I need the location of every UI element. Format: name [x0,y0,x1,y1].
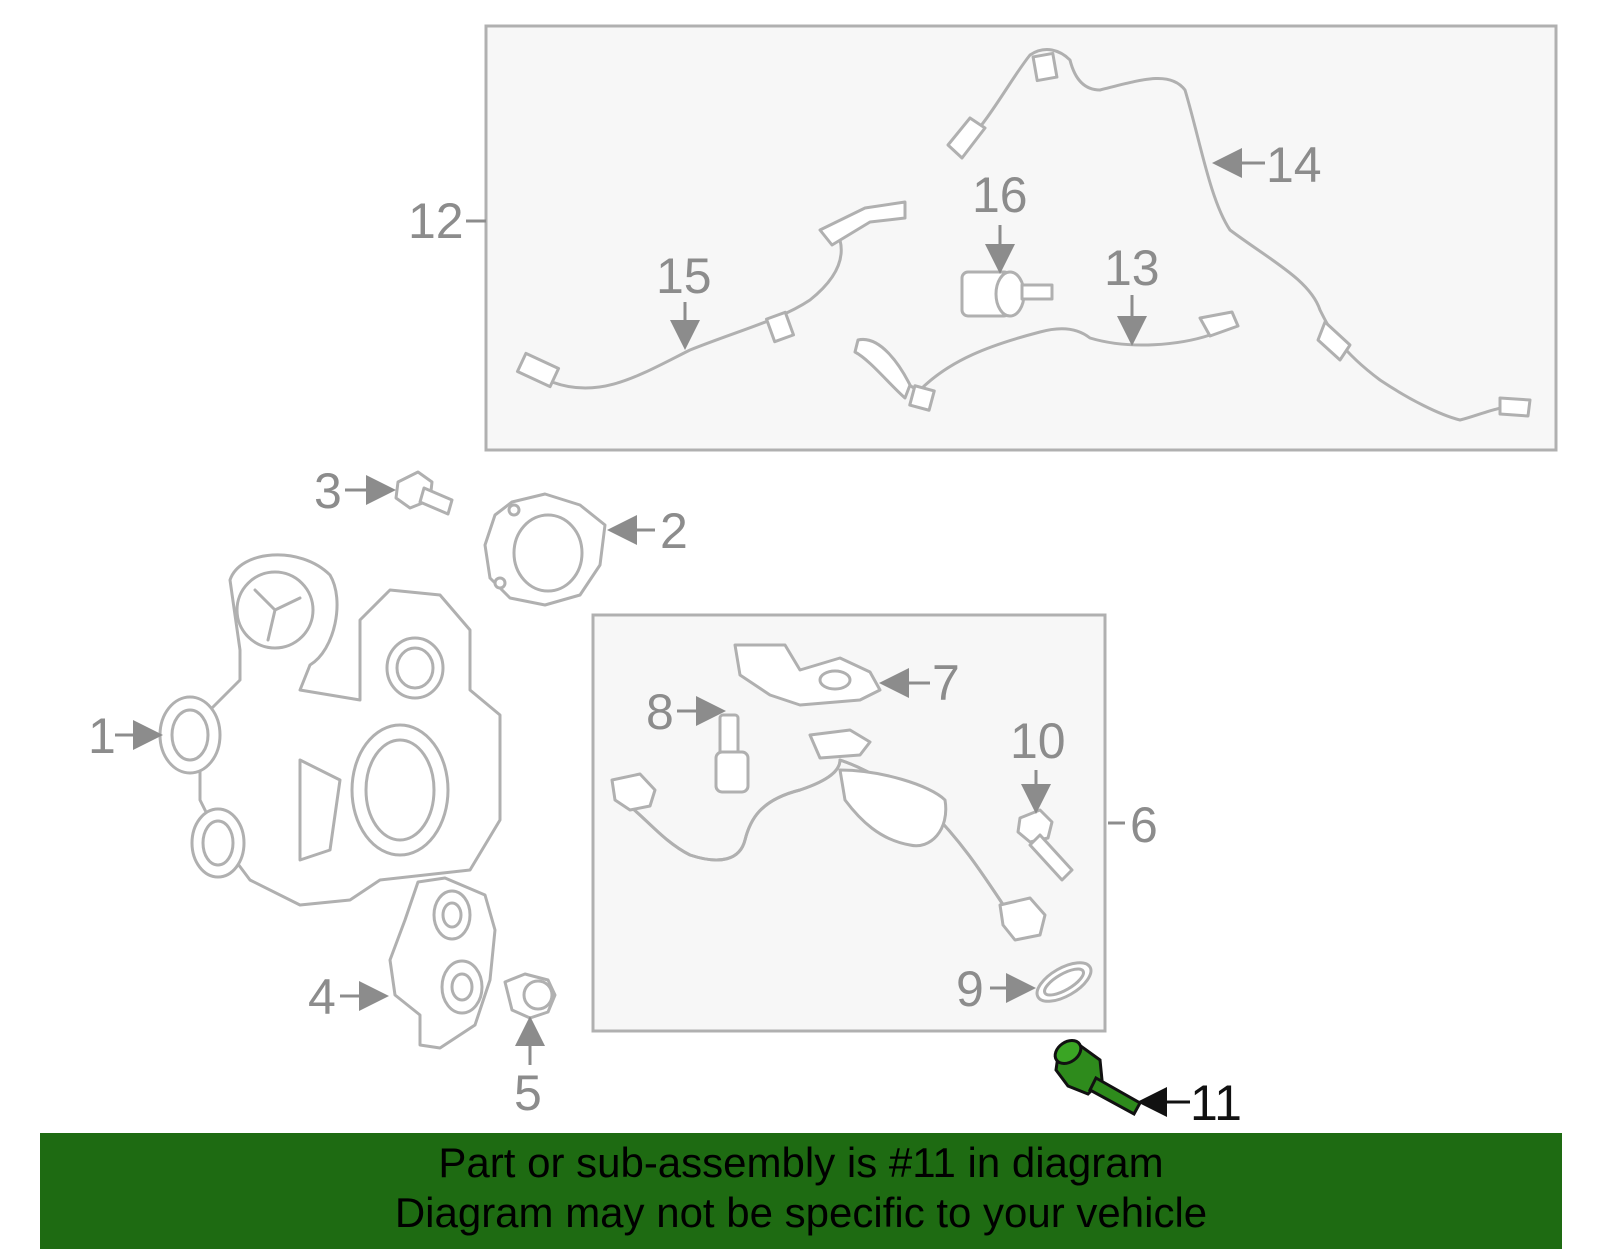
part-11-sensor-highlighted[interactable] [1051,1036,1143,1117]
part-8-stud[interactable] [714,713,750,794]
callout-4: 4 [308,969,336,1025]
callout-11: 11 [1190,1075,1242,1131]
part-2-gasket[interactable] [483,492,607,607]
part-1-turbocharger[interactable] [158,553,502,907]
callout-9: 9 [956,961,984,1017]
callout-3: 3 [314,463,342,519]
part-3-bolt[interactable] [394,470,454,516]
callout-labels: 12 15 16 13 14 3 2 1 4 5 7 8 10 6 9 11 [88,137,1322,1131]
callout-10: 10 [1010,713,1066,769]
info-banner: Part or sub-assembly is #11 in diagram D… [40,1133,1562,1249]
callout-14: 14 [1266,137,1322,193]
part-4-heat-shield[interactable] [388,876,497,1050]
callout-5: 5 [514,1065,542,1121]
part-5-nut[interactable] [503,972,557,1020]
callout-13: 13 [1104,240,1160,296]
part-15-sensor[interactable] [515,200,907,390]
callout-6: 6 [1130,797,1158,853]
banner-line-1: Part or sub-assembly is #11 in diagram [438,1139,1164,1186]
part-14-sensor[interactable] [946,48,1532,422]
callout-7: 7 [932,655,960,711]
banner-line-2: Diagram may not be specific to your vehi… [394,1189,1208,1236]
callout-2: 2 [660,503,688,559]
sensor-harness-box [484,24,1558,452]
callout-16: 16 [972,167,1028,223]
callout-8: 8 [646,684,674,740]
callout-15: 15 [656,248,712,304]
part-9-o-ring[interactable] [1031,955,1097,1009]
callout-12: 12 [408,193,464,249]
part-6-oil-tube[interactable] [610,728,1047,942]
part-13-sensor[interactable] [853,310,1240,412]
leader-lines [115,148,1265,1117]
callout-1: 1 [88,708,116,764]
